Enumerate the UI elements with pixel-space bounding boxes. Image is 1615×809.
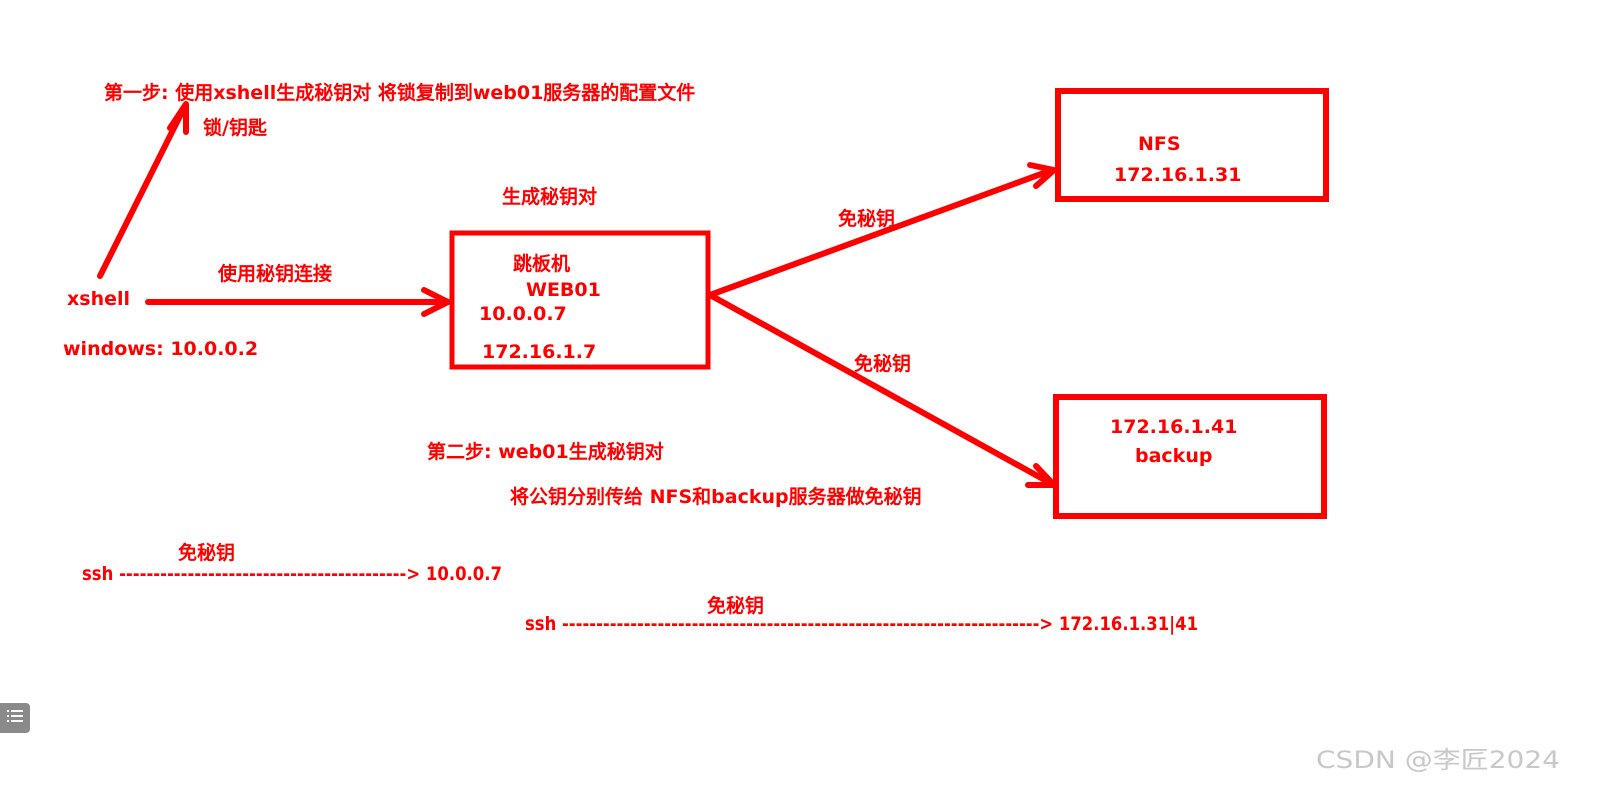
backup-ip: 172.16.1.41 [1110,416,1237,438]
web01-ip-private: 172.16.1.7 [482,341,596,363]
nfs-name: NFS [1138,133,1181,155]
web01-box [449,230,711,370]
arrow-xshell-to-web01 [145,287,451,317]
toc-toggle-button[interactable] [0,703,30,733]
passwordless-nfs-label: 免秘钥 [838,207,895,230]
ssh1-command: ssh ------------------------------------… [82,563,502,585]
nfs-ip: 172.16.1.31 [1114,164,1241,186]
backup-box [1053,394,1327,519]
watermark: CSDN @李匠2024 [1316,746,1560,774]
generate-keypair-label: 生成秘钥对 [502,185,597,208]
xshell-name: xshell [67,288,130,310]
list-icon [6,708,24,728]
arrow-web01-to-nfs [707,162,1057,298]
web01-ip-public: 10.0.0.7 [479,303,567,325]
web01-name: WEB01 [526,279,601,301]
step2-label: 第二步: web01生成秘钥对 [427,440,664,463]
ssh2-label: 免秘钥 [707,594,764,617]
distribute-pubkey-label: 将公钥分别传给 NFS和backup服务器做免秘钥 [510,485,922,508]
step1-label: 第一步: 使用xshell生成秘钥对 将锁复制到web01服务器的配置文件 [104,81,695,104]
xshell-ip: windows: 10.0.0.2 [63,338,258,360]
nfs-box [1055,88,1329,202]
web01-role: 跳板机 [513,252,570,275]
ssh1-label: 免秘钥 [178,541,235,564]
lock-key-label: 锁/钥匙 [203,116,268,139]
backup-name: backup [1135,445,1212,467]
arrow-web01-to-backup [707,292,1057,488]
passwordless-backup-label: 免秘钥 [854,352,911,375]
connect-with-key-label: 使用秘钥连接 [217,262,332,285]
ssh2-command: ssh ------------------------------------… [525,613,1198,635]
arrow-xshell-to-step1 [97,101,189,279]
